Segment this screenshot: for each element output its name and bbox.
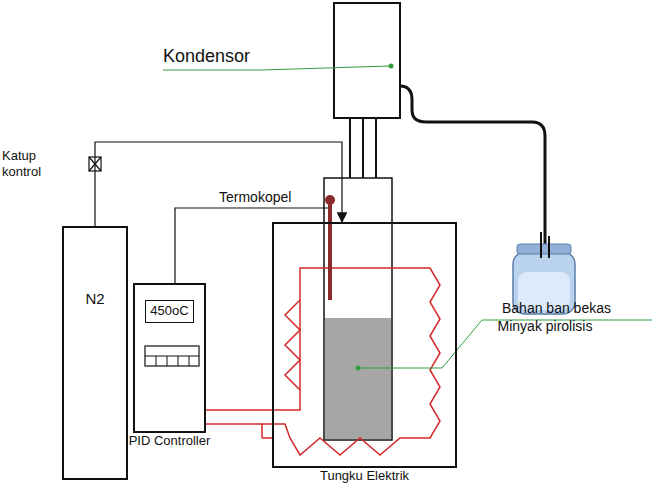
- vapour-pipe: [375, 118, 377, 178]
- heater-coil: [285, 300, 300, 390]
- heater-wire: [206, 423, 262, 425]
- heater-wire: [206, 409, 272, 411]
- material-label: Bahan ban bekas: [502, 300, 611, 317]
- vapour-pipe: [362, 118, 364, 178]
- part-label: Kondensor: [163, 46, 250, 68]
- thermocouple-head: [325, 195, 335, 205]
- node-label: N2: [64, 290, 126, 307]
- leader-line: [163, 66, 390, 70]
- gas-line: [95, 142, 342, 226]
- leader-dot: [356, 366, 361, 371]
- pid-controller: 450oCPID Controller: [133, 283, 206, 433]
- reactor-vessel: [324, 178, 392, 440]
- thermocouple-wire: [175, 208, 330, 283]
- sensor-label: Termokopel: [219, 189, 291, 206]
- vapour-pipe: [349, 118, 351, 178]
- leader-dot: [389, 64, 394, 69]
- condenser-body: [334, 3, 400, 118]
- node-label: PID Controller: [125, 434, 215, 449]
- heater-wire: [262, 424, 272, 438]
- tyre-material: [325, 318, 391, 439]
- oil-pipe: [400, 86, 545, 250]
- heater-coil: [272, 268, 440, 455]
- node-label: Tungku Elektrik: [320, 469, 409, 484]
- circuit-breaker: [145, 346, 199, 366]
- display-readout: 450oC: [145, 300, 193, 323]
- product-label: Minyak pirolisis: [498, 318, 593, 335]
- valve-label: Katup kontrol: [2, 148, 60, 179]
- thermocouple-probe: [328, 202, 332, 300]
- gas-cylinder: N2: [62, 226, 128, 480]
- electric-furnace: Tungku Elektrik: [272, 222, 457, 468]
